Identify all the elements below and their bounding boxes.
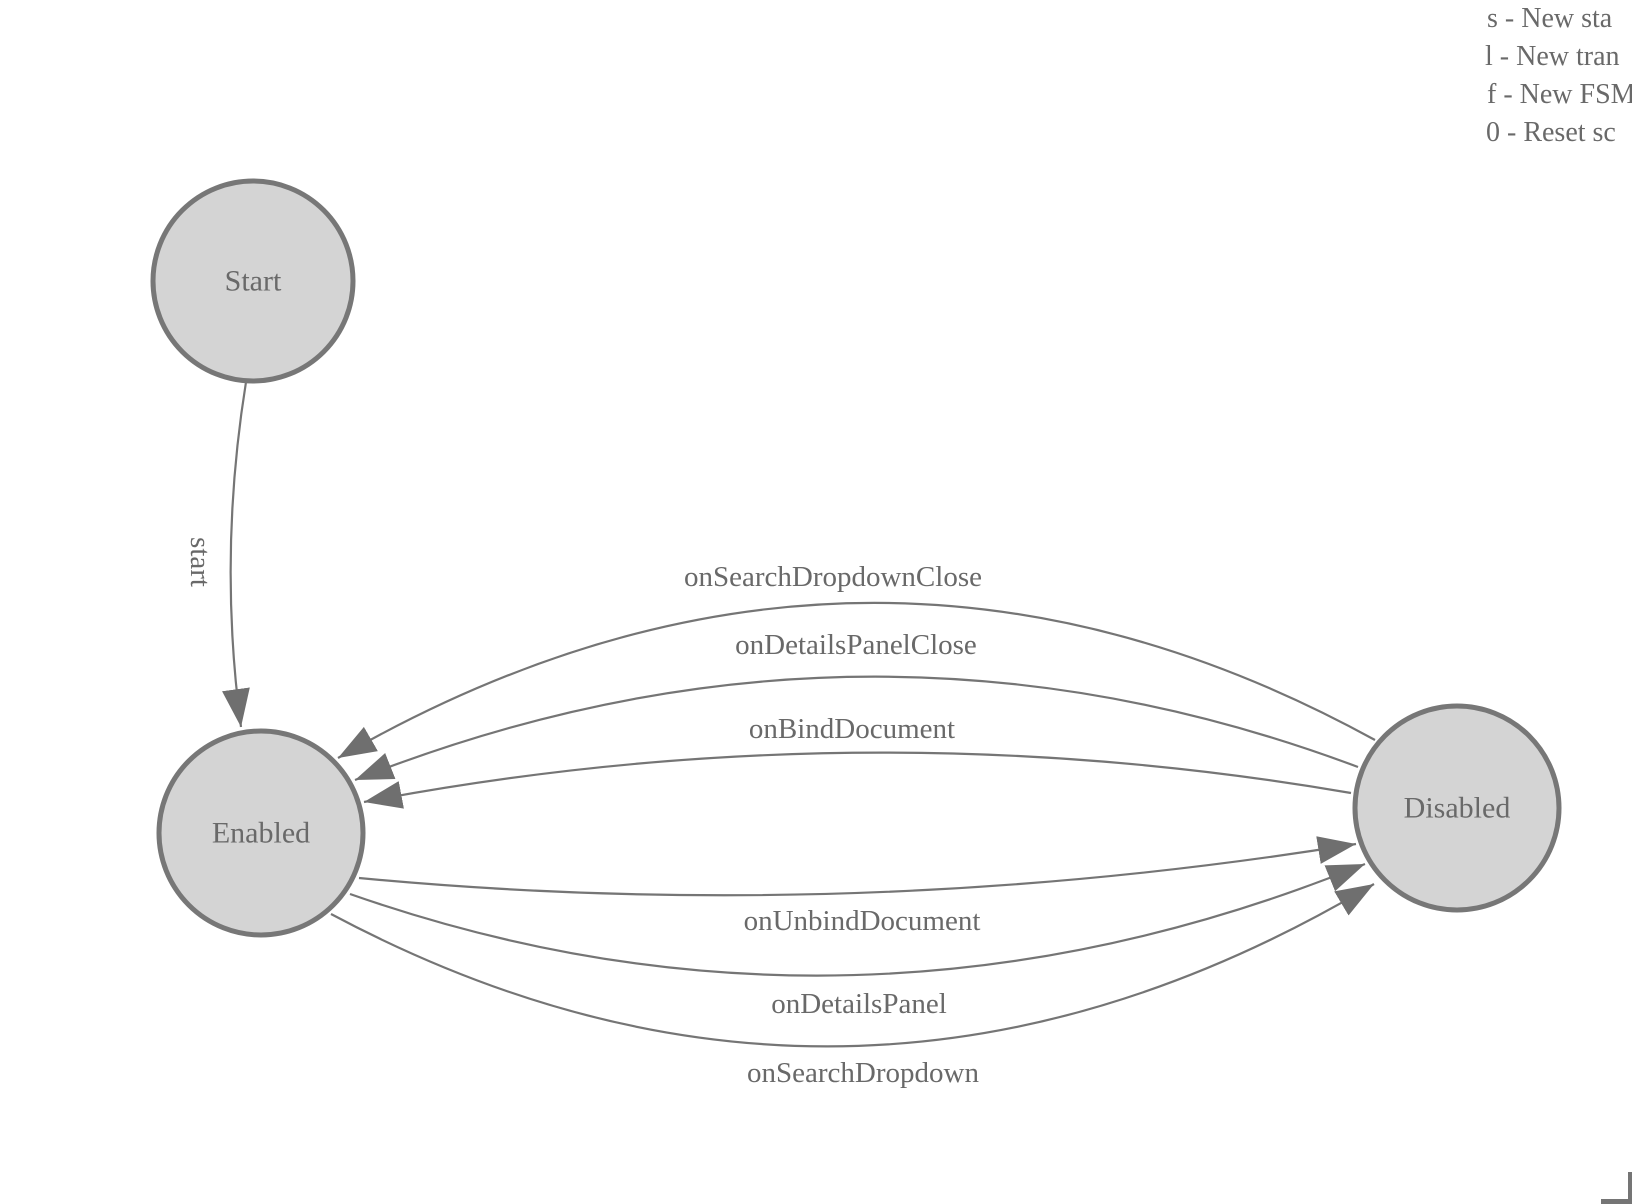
transition-onSearchDropdown[interactable]: onSearchDropdown [330,883,1375,1089]
transition-onSearchDropdownClose-path[interactable] [337,601,1376,759]
shortcut-new-fsm: f - New FSM [1487,79,1632,110]
transition-onSearchDropdownClose[interactable]: onSearchDropdownClose [337,561,1376,759]
state-enabled-circle[interactable] [156,728,366,938]
transition-onSearchDropdown-path[interactable] [330,883,1375,1048]
transition-onDetailsPanelClose[interactable]: onDetailsPanelClose [354,629,1359,782]
transition-onDetailsPanelClose-label[interactable]: onDetailsPanelClose [735,629,977,661]
transition-onDetailsPanel[interactable]: onDetailsPanel [349,862,1366,1020]
shortcut-new-state: s - New sta [1487,3,1613,34]
transition-onDetailsPanel-label[interactable]: onDetailsPanel [771,988,947,1020]
shortcut-legend: s - New sta l - New tran f - New FSM 0 -… [1485,3,1632,148]
corner-mark-horizontal [1601,1199,1632,1204]
shortcut-new-transition: l - New tran [1485,41,1620,72]
state-enabled[interactable]: Enabled [156,728,366,938]
shortcut-reset: 0 - Reset sc [1486,117,1616,148]
state-start-circle[interactable] [150,178,356,384]
transition-start-path[interactable] [222,381,250,728]
state-enabled-label: Enabled [212,817,310,850]
transition-onDetailsPanel-path[interactable] [349,862,1366,977]
transition-onDetailsPanelClose-path[interactable] [354,675,1359,782]
transition-onBindDocument-path[interactable] [363,751,1352,809]
transition-onUnbindDocument-path[interactable] [358,836,1357,897]
transition-start[interactable]: start [184,381,250,728]
transition-onBindDocument-label[interactable]: onBindDocument [749,713,955,745]
transition-onSearchDropdownClose-label[interactable]: onSearchDropdownClose [684,561,982,593]
transition-onUnbindDocument[interactable]: onUnbindDocument [358,836,1357,937]
canvas-corner-mark [1601,1172,1632,1204]
state-disabled-circle[interactable] [1352,703,1562,913]
state-start[interactable]: Start [150,178,356,384]
state-disabled[interactable]: Disabled [1352,703,1562,913]
transition-onSearchDropdown-label[interactable]: onSearchDropdown [747,1057,979,1089]
state-disabled-label: Disabled [1404,792,1511,825]
transition-onBindDocument[interactable]: onBindDocument [363,713,1352,809]
transition-start-label[interactable]: start [184,537,216,587]
corner-mark-vertical [1628,1172,1632,1204]
state-start-label: Start [225,265,282,298]
transition-onUnbindDocument-label[interactable]: onUnbindDocument [744,905,981,937]
